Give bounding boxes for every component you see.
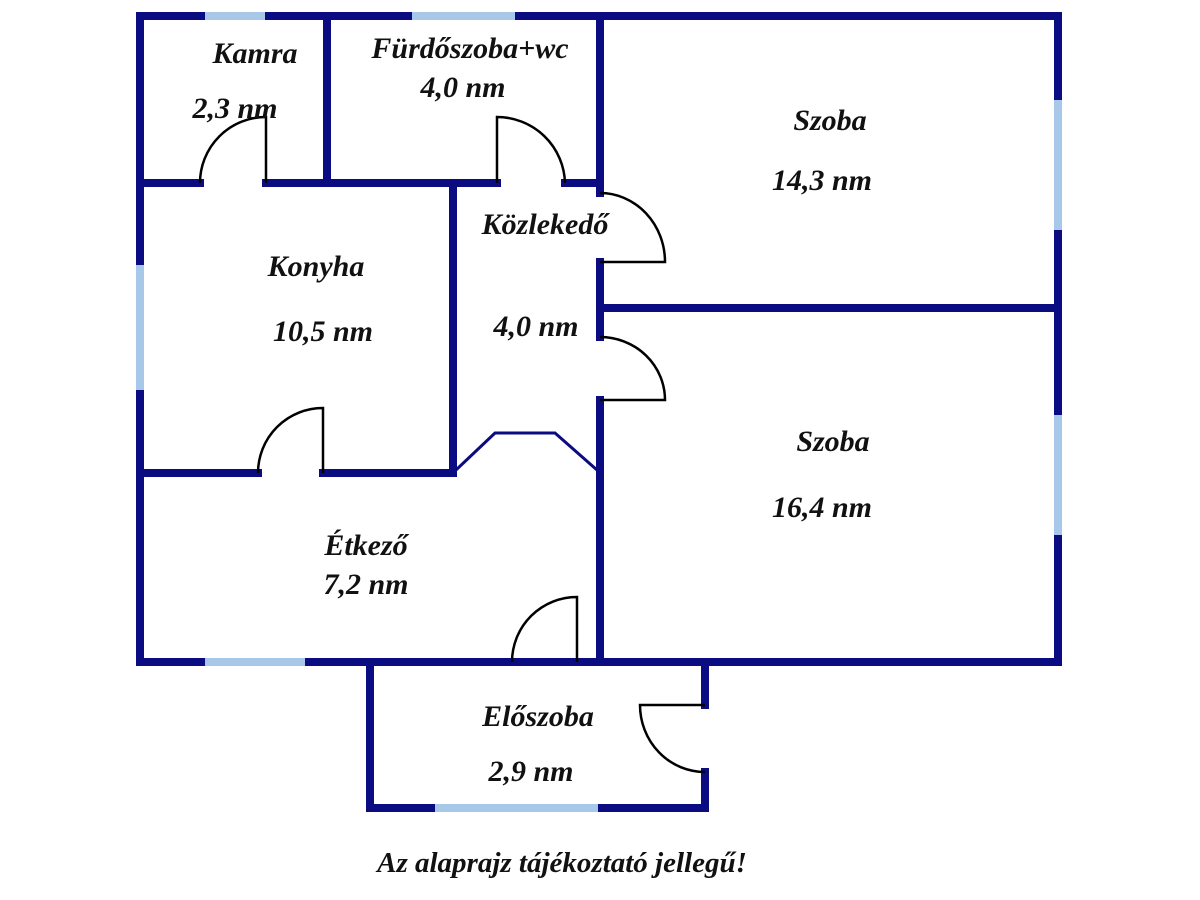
doors xyxy=(198,115,706,774)
room-area: 2,9 nm xyxy=(487,755,573,788)
room-name: Előszoba xyxy=(481,700,594,733)
room-area: 2,3 nm xyxy=(191,92,277,125)
disclaimer-note: Az alaprajz tájékoztató jellegű! xyxy=(375,847,747,879)
room-area: 4,0 nm xyxy=(492,310,578,343)
room-area: 14,3 nm xyxy=(772,164,872,197)
door-kamra xyxy=(198,115,268,184)
door-room-1 xyxy=(599,191,667,264)
passage-opening xyxy=(453,431,600,473)
door-kitchen xyxy=(256,406,325,474)
room-name: Szoba xyxy=(793,104,866,137)
door-room-2 xyxy=(599,335,667,402)
room-area: 7,2 nm xyxy=(323,568,408,601)
room-name: Étkező xyxy=(323,529,409,562)
room-name: Fürdőszoba+wc xyxy=(370,32,568,65)
room-area: 10,5 nm xyxy=(273,315,373,348)
room-name: Kamra xyxy=(211,37,297,70)
room-name: Konyha xyxy=(267,250,365,283)
door-entrance xyxy=(638,703,706,774)
room-name: Közlekedő xyxy=(481,208,611,241)
room-area: 16,4 nm xyxy=(772,491,872,524)
door-dining xyxy=(510,595,579,663)
door-bathroom xyxy=(495,115,567,184)
walls xyxy=(136,12,1062,812)
windows xyxy=(136,12,1062,812)
room-labels: Kamra 2,3 nm Fürdőszoba+wc 4,0 nm Szoba … xyxy=(191,32,872,788)
room-name: Szoba xyxy=(796,425,869,458)
room-area: 4,0 nm xyxy=(419,71,505,104)
